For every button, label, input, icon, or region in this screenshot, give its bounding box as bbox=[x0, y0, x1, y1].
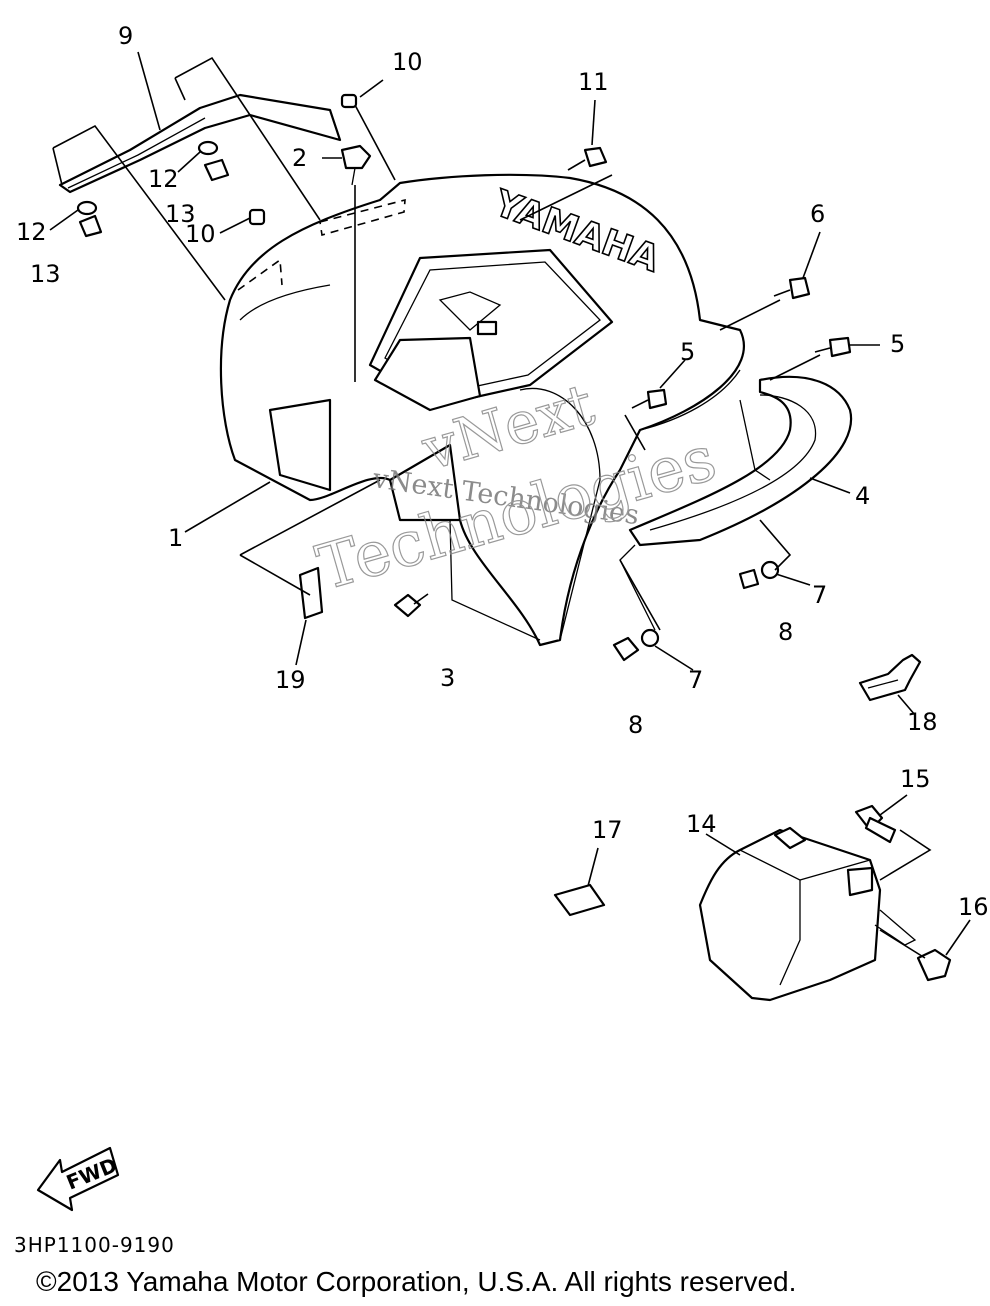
copyright-notice: ©2013 Yamaha Motor Corporation, U.S.A. A… bbox=[36, 1266, 797, 1297]
fastener-bolts bbox=[76, 93, 952, 982]
callout-10b: 10 bbox=[185, 220, 216, 248]
callout-8a: 8 bbox=[778, 618, 793, 646]
callout-12b: 12 bbox=[16, 218, 47, 246]
callout-6: 6 bbox=[810, 200, 825, 228]
callout-19: 19 bbox=[275, 666, 306, 694]
pad-17 bbox=[553, 883, 606, 917]
callout-16: 16 bbox=[958, 893, 989, 921]
callout-13b: 13 bbox=[30, 260, 61, 288]
rear-fender: YAMAHA bbox=[219, 173, 746, 647]
callout-9: 9 bbox=[118, 22, 133, 50]
callout-11: 11 bbox=[578, 68, 609, 96]
leader-lines bbox=[49, 51, 971, 959]
diagram-code: 3HP1100-9190 bbox=[14, 1233, 175, 1257]
callout-15: 15 bbox=[900, 765, 931, 793]
callout-3: 3 bbox=[440, 664, 455, 692]
callout-7a: 7 bbox=[812, 581, 827, 609]
fwd-arrow-icon: FWD bbox=[36, 1146, 120, 1212]
callout-14: 14 bbox=[686, 810, 717, 838]
callout-5a: 5 bbox=[680, 338, 695, 366]
clip-18 bbox=[858, 653, 922, 702]
callout-8b: 8 bbox=[628, 711, 643, 739]
tag-19 bbox=[298, 566, 324, 620]
callouts: 1 2 3 4 5 5 6 7 7 8 8 9 10 10 11 12 12 1… bbox=[16, 22, 989, 921]
callout-2: 2 bbox=[292, 144, 307, 172]
callout-18: 18 bbox=[907, 708, 938, 736]
callout-10a: 10 bbox=[392, 48, 423, 76]
callout-4: 4 bbox=[855, 482, 870, 510]
callout-12a: 12 bbox=[148, 165, 179, 193]
side-strip-9 bbox=[52, 56, 342, 301]
callout-1: 1 bbox=[168, 524, 183, 552]
callout-17: 17 bbox=[592, 816, 623, 844]
callout-7b: 7 bbox=[688, 666, 703, 694]
callout-5b: 5 bbox=[890, 330, 905, 358]
callout-13a: 13 bbox=[165, 200, 196, 228]
part-box-14 bbox=[698, 826, 917, 1002]
